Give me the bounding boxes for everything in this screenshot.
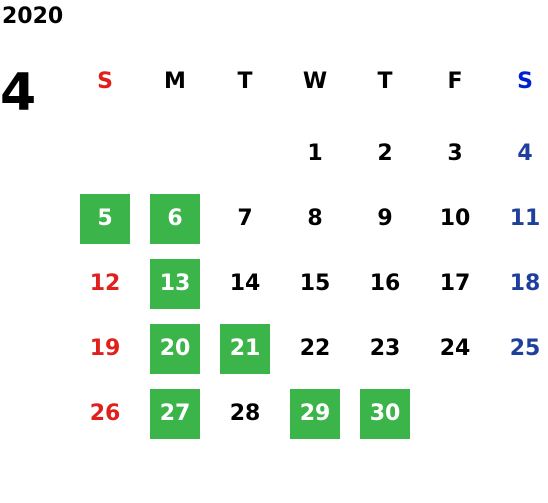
day-cell: 22 — [280, 316, 350, 381]
day-number[interactable]: 6 — [150, 193, 200, 244]
day-number[interactable]: 20 — [150, 323, 200, 374]
day-cell: 23 — [350, 316, 420, 381]
day-number — [150, 129, 200, 179]
weekday-friday: F — [447, 68, 463, 94]
day-cell: 27 — [140, 381, 210, 446]
day-number[interactable]: 2 — [377, 141, 393, 166]
day-cell: 13 — [140, 251, 210, 316]
day-cell: 15 — [280, 251, 350, 316]
day-cell — [70, 121, 140, 186]
day-number[interactable]: 21 — [220, 323, 270, 374]
month-label: 4 — [0, 63, 37, 123]
day-number — [80, 129, 130, 179]
day-cell — [420, 381, 490, 446]
weekday-thursday: T — [377, 68, 393, 94]
day-number[interactable]: 10 — [439, 206, 471, 231]
day-cell: 30 — [350, 381, 420, 446]
day-cell: 5 — [70, 186, 140, 251]
day-cell — [140, 121, 210, 186]
day-cell: 2 — [350, 121, 420, 186]
day-cell: 1 — [280, 121, 350, 186]
day-number — [430, 389, 480, 439]
day-number — [500, 389, 548, 439]
day-number[interactable]: 30 — [360, 388, 410, 439]
day-cell: 3 — [420, 121, 490, 186]
day-cell: 11 — [490, 186, 548, 251]
day-number[interactable]: 17 — [439, 271, 471, 296]
day-cell: 10 — [420, 186, 490, 251]
day-number[interactable]: 22 — [299, 336, 331, 361]
day-number[interactable]: 5 — [80, 193, 130, 244]
day-cell: 17 — [420, 251, 490, 316]
day-number[interactable]: 13 — [150, 258, 200, 309]
weekday-monday: M — [164, 68, 186, 94]
day-number — [220, 129, 270, 179]
day-cell: 19 — [70, 316, 140, 381]
day-cell: 29 — [280, 381, 350, 446]
day-cell: 28 — [210, 381, 280, 446]
day-cell: 14 — [210, 251, 280, 316]
day-cell: 18 — [490, 251, 548, 316]
day-cell: 4 — [490, 121, 548, 186]
day-number[interactable]: 11 — [509, 206, 541, 231]
day-number[interactable]: 25 — [509, 336, 541, 361]
day-number[interactable]: 29 — [290, 388, 340, 439]
day-cell: 25 — [490, 316, 548, 381]
day-cell: 7 — [210, 186, 280, 251]
day-number[interactable]: 15 — [299, 271, 331, 296]
day-cell: 12 — [70, 251, 140, 316]
day-cell: 9 — [350, 186, 420, 251]
day-number[interactable]: 8 — [307, 206, 323, 231]
day-cell — [490, 381, 548, 446]
weekday-saturday: S — [517, 68, 533, 94]
day-cell: 16 — [350, 251, 420, 316]
day-number[interactable]: 4 — [517, 141, 533, 166]
day-number[interactable]: 18 — [509, 271, 541, 296]
weekday-tuesday: T — [237, 68, 253, 94]
weekday-sunday: S — [97, 68, 113, 94]
day-number[interactable]: 26 — [89, 401, 121, 426]
day-number[interactable]: 23 — [369, 336, 401, 361]
day-cell: 6 — [140, 186, 210, 251]
day-number[interactable]: 19 — [89, 336, 121, 361]
day-cell: 24 — [420, 316, 490, 381]
day-cell: 21 — [210, 316, 280, 381]
day-number[interactable]: 9 — [377, 206, 393, 231]
day-number[interactable]: 3 — [447, 141, 463, 166]
day-number[interactable]: 7 — [237, 206, 253, 231]
day-number[interactable]: 14 — [229, 271, 261, 296]
day-number[interactable]: 27 — [150, 388, 200, 439]
day-number[interactable]: 24 — [439, 336, 471, 361]
day-cell: 20 — [140, 316, 210, 381]
day-cell: 26 — [70, 381, 140, 446]
day-number[interactable]: 28 — [229, 401, 261, 426]
day-number[interactable]: 16 — [369, 271, 401, 296]
day-number[interactable]: 12 — [89, 271, 121, 296]
weekday-wednesday: W — [302, 68, 328, 94]
calendar-grid: S M T W T F S 1 2 3 4 5 6 7 8 9 10 11 12… — [70, 56, 548, 446]
day-number[interactable]: 1 — [307, 141, 323, 166]
day-cell: 8 — [280, 186, 350, 251]
year-label: 2020 — [2, 4, 64, 29]
day-cell — [210, 121, 280, 186]
